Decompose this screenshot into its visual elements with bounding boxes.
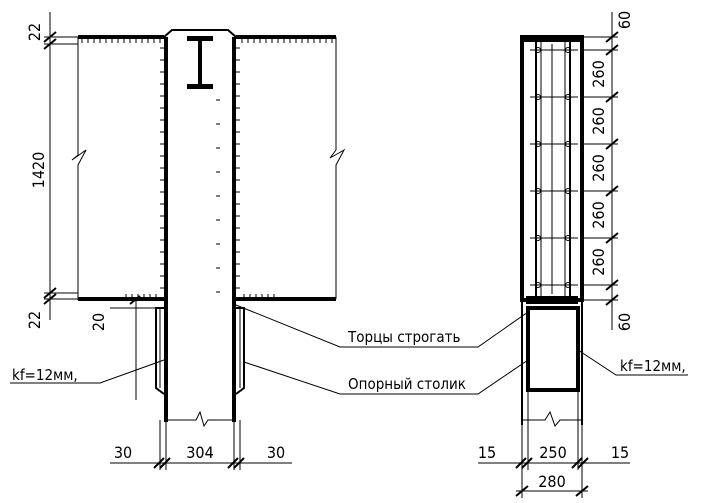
dim-bottom-plate: 22 bbox=[25, 311, 44, 329]
dim-bottom-right: 30 bbox=[267, 443, 285, 462]
callouts: Торцы строгать Опорный столик bbox=[235, 304, 529, 395]
callout-support-table: Опорный столик bbox=[348, 375, 466, 393]
dim-right-top: 60 bbox=[615, 11, 634, 29]
bolt-rows bbox=[530, 44, 578, 294]
column-break-right bbox=[522, 410, 582, 427]
dim-height: 1420 bbox=[29, 152, 48, 189]
top-joint-right bbox=[222, 29, 237, 38]
dim-spacing-3: 260 bbox=[589, 154, 608, 181]
dim-right-right: 15 bbox=[611, 443, 629, 462]
break-line-left bbox=[71, 149, 87, 300]
top-joint-left bbox=[163, 29, 178, 38]
support-table-box bbox=[526, 306, 580, 392]
weld-ticks-top bbox=[81, 39, 333, 43]
break-line-right bbox=[329, 37, 346, 299]
dim-spacing-2: 260 bbox=[589, 107, 608, 134]
dim-top-plate: 22 bbox=[25, 23, 44, 41]
weld-label-left: kf=12мм, bbox=[12, 366, 78, 384]
dim-right-mid: 250 bbox=[539, 443, 566, 462]
weld-ticks-bottom bbox=[125, 294, 275, 297]
dim-right-total: 280 bbox=[538, 472, 565, 491]
weld-label-right: kf=12мм, bbox=[620, 357, 686, 375]
dim-spacing-4: 260 bbox=[589, 201, 608, 228]
dim-right-bottom: 60 bbox=[615, 313, 634, 331]
callout-leader-table bbox=[243, 359, 529, 395]
ibeam-section bbox=[187, 36, 213, 89]
callout-leader-face bbox=[235, 304, 529, 348]
dim-bottom-mid: 304 bbox=[186, 443, 213, 462]
column-break bbox=[166, 410, 234, 428]
weld-ticks-column bbox=[160, 47, 240, 293]
dim-bottom-left: 30 bbox=[114, 443, 132, 462]
dim-right-left: 15 bbox=[478, 443, 496, 462]
dim-table-offset: 20 bbox=[89, 313, 108, 331]
callout-face-planing: Торцы строгать bbox=[347, 328, 461, 346]
bottom-plate bbox=[526, 296, 578, 304]
right-view: 60 260 260 260 260 260 60 kf=12мм, 15 25… bbox=[478, 11, 688, 498]
weld-leader-right bbox=[577, 349, 688, 376]
weld-leader-left bbox=[10, 359, 165, 384]
dim-spacing-1: 260 bbox=[589, 60, 608, 87]
dim-spacing-5: 260 bbox=[589, 248, 608, 275]
left-view: 22 1420 22 20 kf=12мм, 30 304 30 bbox=[10, 12, 346, 470]
